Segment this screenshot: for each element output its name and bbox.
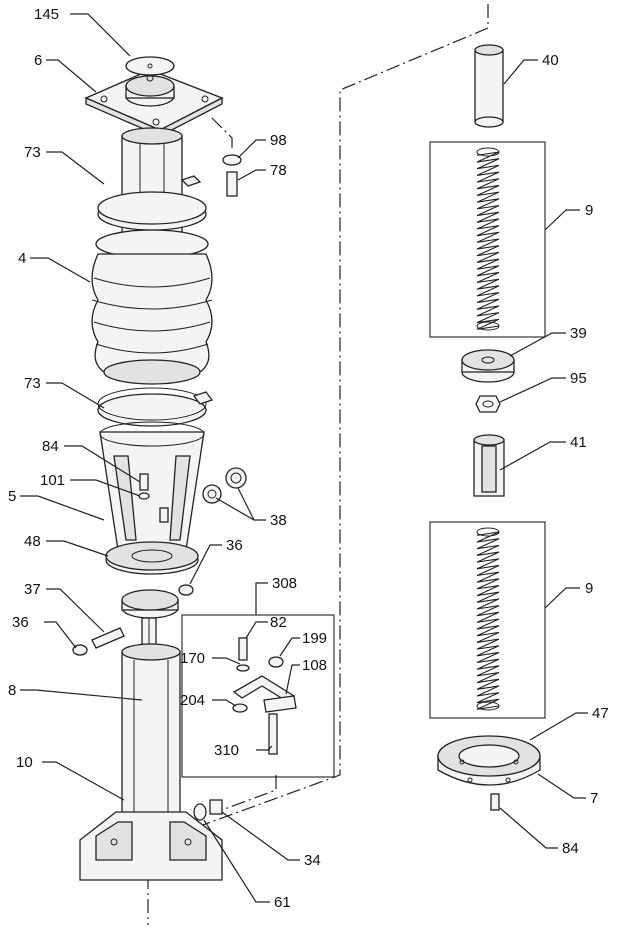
label-6: 6 [34,52,42,69]
label-95: 95 [570,370,587,387]
guide-cylinder-10 [79,643,223,881]
nut-199 [268,656,284,668]
label-9-upper: 9 [585,202,593,219]
bolt-78 [226,171,238,197]
top-flange-6 [84,69,224,138]
nut-36-right [178,584,194,596]
label-61: 61 [274,894,291,911]
dash-98 [211,117,233,150]
bolt-82 [238,637,248,661]
washer-101 [138,492,150,500]
bolt-84-housing [139,473,149,491]
bellows-4 [91,229,213,385]
label-7: 7 [590,790,598,807]
label-4: 4 [18,250,26,267]
washer-98 [222,154,242,166]
label-308: 308 [272,575,297,592]
label-41: 41 [570,434,587,451]
washer-204 [232,703,248,713]
label-48: 48 [24,533,41,550]
bushing-40 [474,44,504,128]
label-9-lower: 9 [585,580,593,597]
label-36-right: 36 [226,537,243,554]
bracket-108 [232,675,297,713]
pin-37 [91,627,125,649]
dash-34 [221,775,277,811]
plugs-38 [202,467,247,504]
label-5: 5 [8,488,16,505]
bolt-310 [268,713,278,755]
detail-box-308 [181,614,335,778]
washer-170 [236,664,250,672]
label-37: 37 [24,581,41,598]
label-310: 310 [214,742,239,759]
label-199: 199 [302,630,327,647]
label-36-left: 36 [12,614,29,631]
spring-9-lower [476,527,500,711]
label-101: 101 [40,472,65,489]
spring-seat-47 [437,735,541,786]
label-39: 39 [570,325,587,342]
bolt-84-seat [490,793,500,811]
nut-36-left [72,644,88,656]
spring-9-upper [476,147,500,331]
label-47: 47 [592,705,609,722]
label-38: 38 [270,512,287,529]
label-108: 108 [302,657,327,674]
piston-head [121,589,179,619]
label-40: 40 [542,52,559,69]
label-73-upper: 73 [24,144,41,161]
label-204: 204 [180,692,205,709]
nut-95 [475,395,501,413]
label-98: 98 [270,132,287,149]
washer-61 [193,803,207,821]
label-34: 34 [304,852,321,869]
spring-box-upper [429,141,546,338]
threaded-insert-41 [473,434,505,497]
label-10: 10 [16,754,33,771]
base-flange-48 [105,541,199,575]
label-78: 78 [270,162,287,179]
label-84-seat: 84 [562,840,579,857]
hose-clamp-73-lower [97,387,214,427]
label-82: 82 [270,614,287,631]
plug-34 [209,799,223,815]
spring-plate-39 [461,349,515,383]
leader-lines [20,13,588,903]
hose-clamp-73-upper [97,191,207,231]
label-145: 145 [34,6,59,23]
cap-145 [125,56,175,76]
spring-box-lower [429,521,546,719]
label-170: 170 [180,650,205,667]
label-84-housing: 84 [42,438,59,455]
label-73-lower: 73 [24,375,41,392]
lower-housing-5 [99,421,205,551]
label-8: 8 [8,682,16,699]
